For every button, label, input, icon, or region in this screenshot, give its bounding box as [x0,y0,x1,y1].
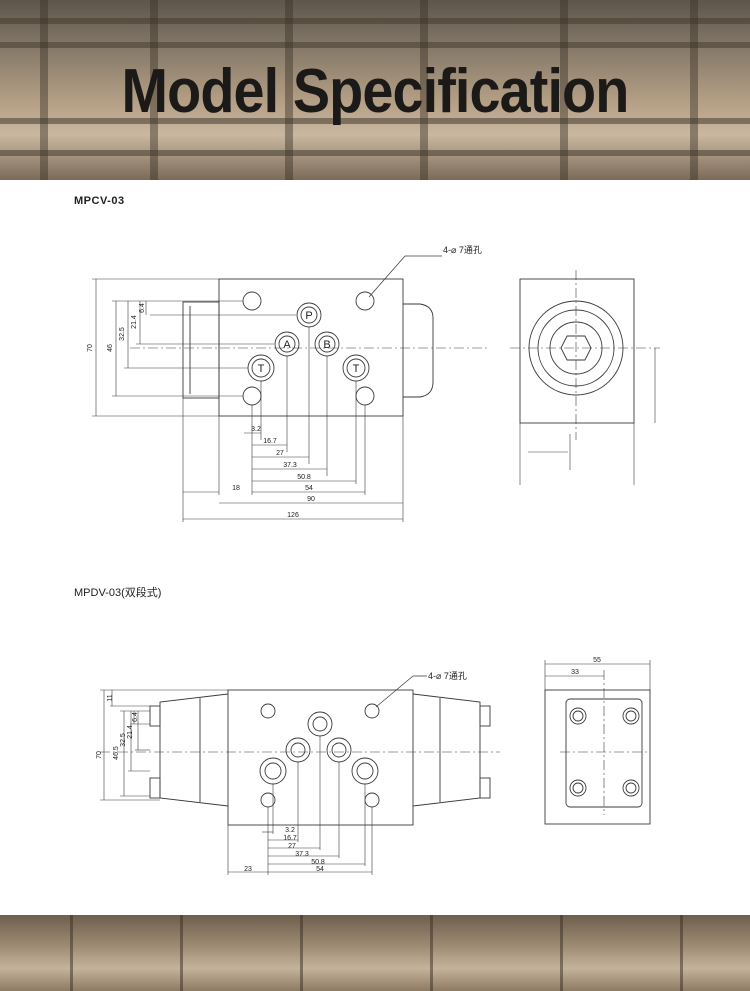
dim-50-8: 50.8 [297,474,311,481]
mpcv-mount-hole [242,386,262,406]
mpdv-front-view [100,675,500,826]
mpcv-bottom-dimensions [182,327,404,522]
mpcv-left-dimensions [92,278,296,417]
mpdv-dim-54: 54 [316,866,324,873]
port-label-p: P [305,310,312,322]
dim-3-2: 3.2 [251,426,261,433]
mpdv-side-body [544,689,651,825]
dim-6-4: 6.4 [139,303,146,313]
dim-16-7: 16.7 [263,438,277,445]
mpcv-side-body [519,278,635,424]
mpdv-body-outline [227,689,414,826]
dim-32-5: 32.5 [119,327,126,341]
mpdv-dim-11: 11 [107,694,114,701]
dim-70: 70 [87,344,94,352]
port-label-a: A [283,339,291,351]
mpdv-hole-note: 4-⌀ 7通孔 [428,671,467,681]
dim-54: 54 [305,485,313,492]
mpcv-hole-note: 4-⌀ 7通孔 [443,245,482,255]
dim-27: 27 [276,450,284,457]
dim-18: 18 [232,485,240,492]
mpcv-right-cap [403,303,434,398]
page-title: Model Specification [121,57,630,126]
mpcv-body-outline [218,278,404,417]
header-banner: Model Specification [0,0,750,180]
footer-banner [0,915,750,991]
mpdv-dim-55: 55 [593,657,601,664]
mpcv-left-cap [182,301,220,399]
mpdv-left-cap [159,693,229,807]
mpdv-dim-33: 33 [571,669,579,676]
mpdv-dim-37-3: 37.3 [295,851,309,858]
dim-46: 46 [107,344,114,352]
mpcv-mount-hole [355,291,375,311]
mpdv-side-view [544,660,651,825]
mpcv-mount-hole [242,291,262,311]
dim-21-4: 21.4 [131,315,138,329]
mpdv-dim-46-5: 46.5 [113,746,120,760]
mpcv-mount-hole [355,386,375,406]
mpdv-right-cap [412,693,481,807]
port-label-t-right: T [353,363,360,375]
mpcv-model-label: MPCV-03 [74,195,125,207]
mpdv-dim-32-5: 32.5 [120,733,127,747]
mpdv-dim-16-7: 16.7 [283,835,297,842]
mpdv-dim-3-2: 3.2 [285,827,295,834]
dim-37-3: 37.3 [283,462,297,469]
mpdv-dim-70: 70 [96,751,103,759]
port-label-b: B [323,339,330,351]
mpdv-bottom-dimensions [227,736,373,875]
dim-90: 90 [307,496,315,503]
mpdv-dim-23: 23 [244,866,252,873]
mpdv-dim-6-4: 6.4 [132,712,139,722]
port-label-t-left: T [258,363,265,375]
dim-126: 126 [287,512,299,519]
mpdv-left-dimensions [100,689,228,801]
mpdv-dim-21-4: 21.4 [127,725,134,739]
mpcv-side-view [510,270,660,485]
mpcv-front-view [130,255,490,417]
mpdv-dim-27: 27 [288,843,296,850]
mpdv-model-label: MPDV-03(双段式) [74,587,162,599]
mpdv-dim-50-8: 50.8 [311,859,325,866]
